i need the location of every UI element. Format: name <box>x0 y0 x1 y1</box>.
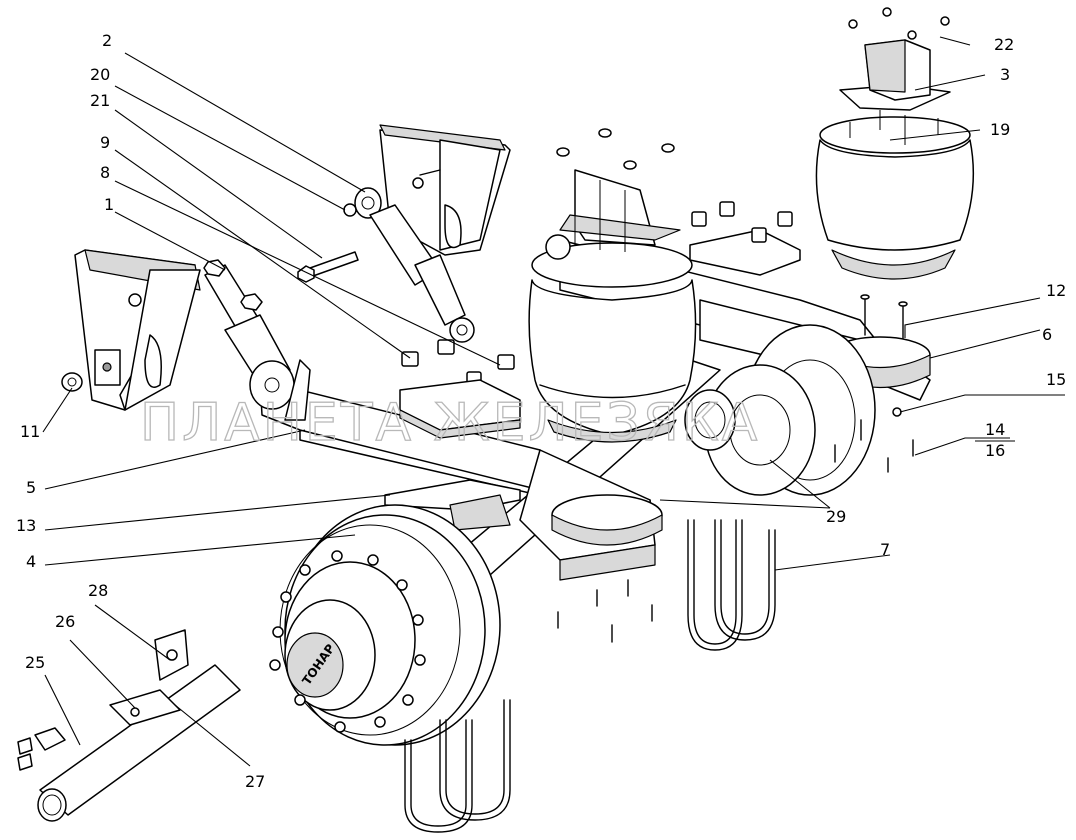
callout-20: 20 <box>90 65 110 84</box>
callout-13: 13 <box>16 516 36 535</box>
callout-25: 25 <box>25 653 45 672</box>
wheel-studs <box>269 550 426 733</box>
plate-13 <box>384 479 521 531</box>
callout-numbers: 2 20 21 9 8 1 11 5 13 4 22 3 19 12 6 15 … <box>16 31 1066 791</box>
leader-lines <box>42 36 1065 767</box>
small-bolts <box>557 579 653 643</box>
sensor-tube-detail <box>17 629 241 822</box>
callout-15: 15 <box>1046 370 1066 389</box>
brake-chamber-29 <box>684 389 736 451</box>
callout-1: 1 <box>104 195 114 214</box>
upper-shock-absorber <box>343 187 475 343</box>
nuts-8 <box>401 339 515 387</box>
callout-14: 14 <box>985 420 1005 439</box>
air-spring-right <box>815 110 975 280</box>
callout-12: 12 <box>1046 281 1066 300</box>
callout-7: 7 <box>880 540 890 559</box>
u-bolts-7 <box>404 519 776 833</box>
callout-4: 4 <box>26 552 36 571</box>
callout-28: 28 <box>88 581 108 600</box>
callout-27: 27 <box>245 772 265 791</box>
callout-8: 8 <box>100 163 110 182</box>
callout-29: 29 <box>826 507 846 526</box>
callout-21: 21 <box>90 91 110 110</box>
left-hanger-bracket <box>61 249 201 411</box>
mount-plate <box>551 494 663 546</box>
watermark-text: ПЛАНЕТА ЖЕЛЕЗЯКА <box>140 393 760 453</box>
bolt-9 <box>297 251 359 283</box>
callout-11: 11 <box>20 422 40 441</box>
callout-19: 19 <box>990 120 1010 139</box>
callout-6: 6 <box>1042 325 1052 344</box>
clamp-plate-left <box>399 379 521 439</box>
main-brake-drum: ТОНАР <box>269 504 501 746</box>
bolts-14-16 <box>834 407 914 473</box>
air-spring-center <box>528 169 697 443</box>
callout-9: 9 <box>100 133 110 152</box>
bolts-12 <box>860 294 908 339</box>
callout-5: 5 <box>26 478 36 497</box>
upper-bracket-3 <box>839 7 951 111</box>
right-brake-drum <box>704 324 876 496</box>
callout-26: 26 <box>55 612 75 631</box>
callout-2: 2 <box>102 31 112 50</box>
callout-3: 3 <box>1000 65 1010 84</box>
left-shock-absorber <box>203 259 311 421</box>
upper-hanger-bracket <box>379 124 511 256</box>
nuts-top-center <box>556 128 675 170</box>
callout-22: 22 <box>994 35 1014 54</box>
callout-16: 16 <box>985 441 1005 460</box>
clamp-plate-center <box>689 201 801 276</box>
